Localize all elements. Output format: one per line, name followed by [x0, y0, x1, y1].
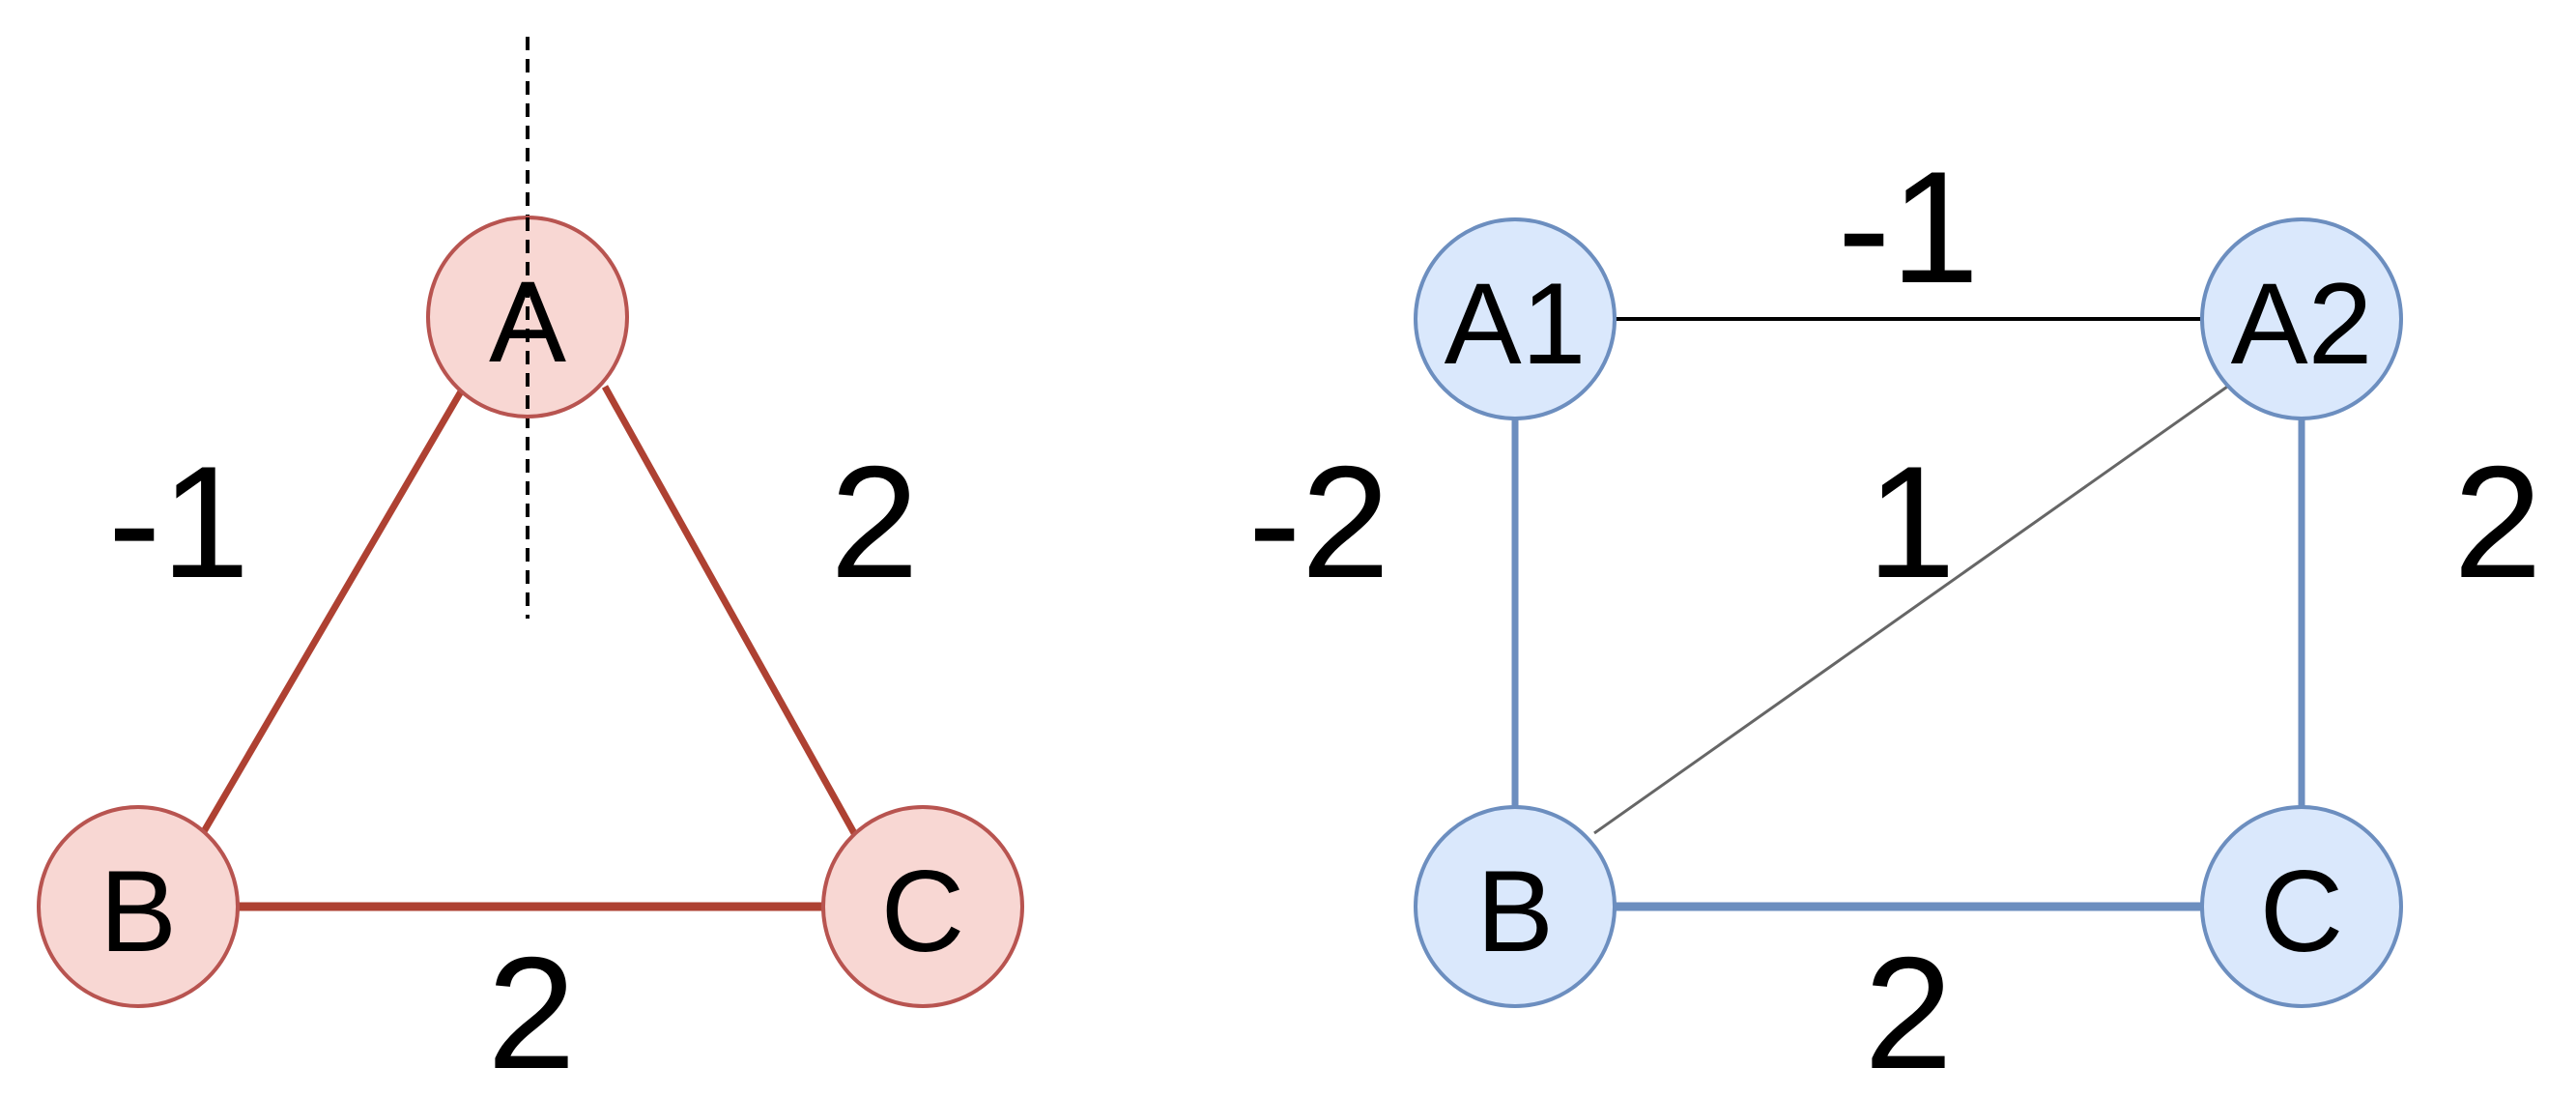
left-node-a-label: A: [489, 257, 566, 387]
right-weight-a1-a2: -1: [1838, 138, 1980, 316]
right-node-c-label: C: [2260, 847, 2344, 976]
right-weight-a2-c: 2: [2453, 433, 2542, 611]
right-node-a1-label: A1: [1445, 259, 1587, 389]
right-weight-a2-b: 1: [1867, 433, 1956, 611]
right-graph: A1 A2 B C -1 -2 1 2 2: [1248, 138, 2542, 1097]
left-graph: A B C -1 2 2: [37, 37, 1024, 1097]
left-edge-a-c: [601, 385, 858, 835]
right-node-b: B: [1414, 805, 1617, 1008]
left-node-b-label: B: [100, 847, 177, 976]
left-weight-b-c: 2: [487, 924, 576, 1097]
right-node-c: C: [2200, 805, 2403, 1008]
right-node-a2: A2: [2200, 217, 2403, 420]
left-edge-a-b: [199, 385, 468, 835]
left-weight-a-c: 2: [830, 433, 919, 611]
right-node-a2-label: A2: [2231, 259, 2373, 389]
right-node-a1: A1: [1414, 217, 1617, 420]
right-weight-b-c: 2: [1864, 924, 1953, 1097]
right-edge-a2-b: [1593, 383, 2231, 835]
right-weight-a1-b: -2: [1248, 433, 1390, 611]
left-node-c-label: C: [881, 847, 965, 976]
left-node-c: C: [821, 805, 1024, 1008]
left-node-b: B: [37, 805, 240, 1008]
right-node-b-label: B: [1476, 847, 1554, 976]
left-weight-a-b: -1: [108, 433, 250, 611]
